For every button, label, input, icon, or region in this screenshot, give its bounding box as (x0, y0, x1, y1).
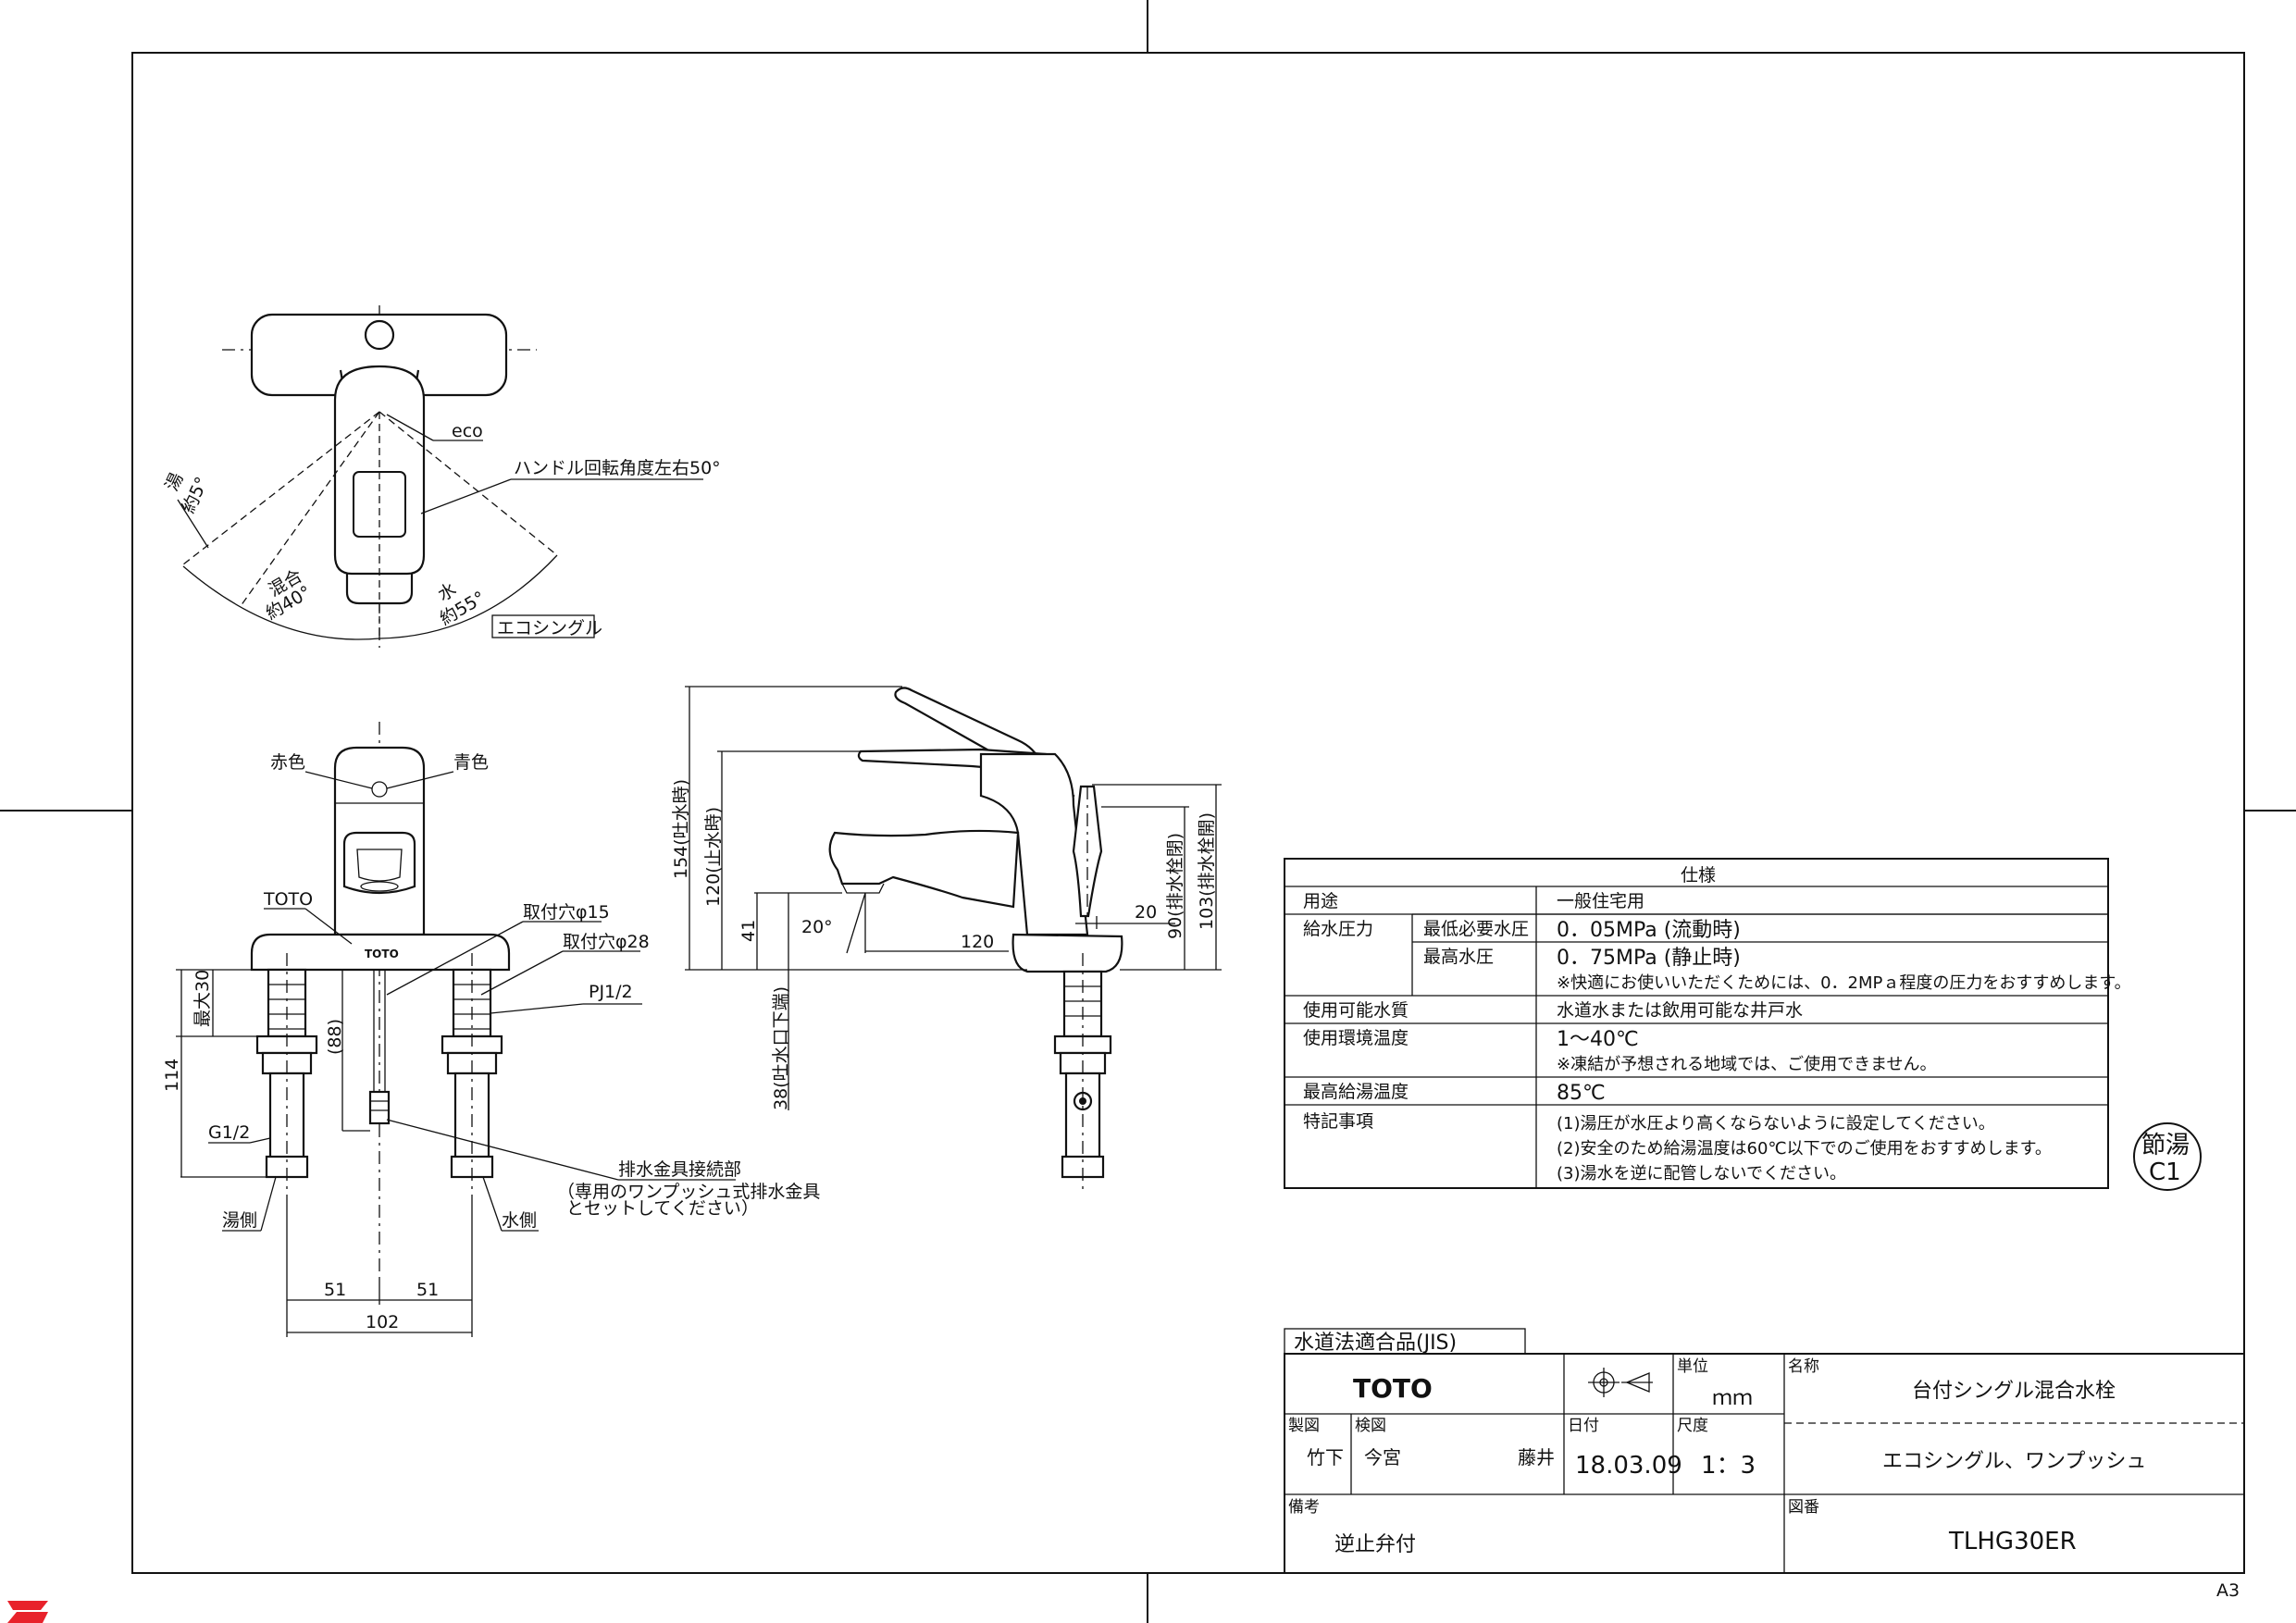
dim-38: 38(吐水口下端) (771, 986, 791, 1110)
checker-value-2: 藤井 (1518, 1446, 1555, 1468)
sheet-size-label: A3 (2216, 1580, 2240, 1601)
spec-row-note: ※凍結が予想される地域では、ご使用できません。 (1557, 1055, 1937, 1074)
eco-label: eco (452, 421, 483, 441)
dim-51-right: 51 (416, 1280, 439, 1300)
dim-102: 102 (366, 1312, 399, 1332)
hot-label: 湯 (162, 470, 188, 495)
hot-side-label: 湯側 (222, 1210, 257, 1231)
spec-row-label: 使用環境温度 (1303, 1028, 1409, 1048)
badge-line1: 節湯 (2141, 1132, 2190, 1159)
dim-88: (88) (325, 1019, 345, 1055)
checker-label: 検図 (1355, 1417, 1386, 1435)
red-label: 赤色 (270, 752, 305, 773)
spec-row-value: 85℃ (1557, 1082, 1606, 1105)
drawing-no-label: 図番 (1788, 1498, 1819, 1517)
spec-row-label: 最高給湯温度 (1303, 1082, 1409, 1102)
spec-row-label: 給水圧力 (1303, 919, 1373, 939)
dim-154: 154(吐水時) (671, 779, 691, 879)
date-value: 18.03.09 (1575, 1452, 1682, 1480)
dim-90: 90(排水栓閉) (1165, 833, 1185, 939)
projection-symbol-icon (1588, 1368, 1653, 1397)
scale-label: 尺度 (1677, 1417, 1708, 1435)
drain-note-2: とセットしてください） (566, 1198, 759, 1219)
date-label: 日付 (1568, 1417, 1599, 1435)
hole28-label: 取付穴φ28 (563, 932, 650, 952)
spec-row-value: 0．05MPa (流動時) (1557, 919, 1741, 942)
spec-row-sublabel: 最高水圧 (1423, 947, 1494, 967)
product-name: 台付シングル混合水栓 (1912, 1380, 2116, 1403)
spec-row-label: 使用可能水質 (1303, 1000, 1409, 1021)
spec-row-label: 特記事項 (1303, 1111, 1373, 1132)
remarks-label: 備考 (1288, 1498, 1320, 1517)
blue-label: 青色 (453, 752, 489, 773)
unit-label: 単位 (1677, 1357, 1708, 1376)
dim-51-left: 51 (324, 1280, 346, 1300)
water-side-label: 水側 (502, 1210, 537, 1231)
spec-row-note: (1)湯圧が水圧より高くならないように設定してください。 (1557, 1114, 1995, 1134)
drain-title: 排水金具接続部 (618, 1159, 741, 1180)
title-block: 水道法適合品(JIS) TOTO 単位 ｍｍ 名称 台付シングル混合水栓 製図 … (1284, 1328, 2245, 1574)
spec-row-note: ※快適にお使いいただくためには、0．2MPａ程度の圧力をおすすめします。 (1557, 973, 2131, 993)
dim-20: 20 (1135, 902, 1157, 923)
g12-label: G1/2 (208, 1122, 250, 1143)
name-label: 名称 (1788, 1357, 1819, 1376)
spec-row-note: (2)安全のため給湯温度は60℃以下でのご使用をおすすめします。 (1557, 1139, 2052, 1158)
unit-value: ｍｍ (1712, 1387, 1753, 1410)
product-subname: エコシングル、ワンプッシュ (1882, 1450, 2146, 1473)
handle-angle-label: ハンドル回転角度左右50° (514, 458, 721, 478)
dim-103: 103(排水栓開) (1197, 812, 1217, 930)
toto-label: TOTO (263, 889, 313, 910)
dim-41: 41 (738, 920, 759, 942)
eco-single-tag: エコシングル (497, 618, 602, 638)
spec-table: 仕様 用途 一般住宅用 給水圧力 最低必要水圧 0．05MPa (流動時) 最高… (1284, 858, 2131, 1189)
hole15-label: 取付穴φ15 (523, 902, 610, 923)
spec-row-note: (3)湯水を逆に配管しないでください。 (1557, 1164, 1846, 1183)
spec-row-label: 用途 (1303, 891, 1338, 911)
remarks-value: 逆止弁付 (1334, 1533, 1416, 1556)
brand-logo: TOTO (1353, 1373, 1433, 1404)
corner-logo-icon (7, 1601, 48, 1623)
drawing-no: TLHG30ER (1948, 1528, 2077, 1555)
spec-row-sublabel: 最低必要水圧 (1423, 919, 1529, 939)
dim-120v: 120(止水時) (703, 807, 724, 907)
drain-note-1: （専用のワンプッシュ式排水金具 (557, 1182, 820, 1202)
spec-title: 仕様 (1681, 865, 1716, 886)
front-view: TOTO (88) 赤色 青色 TOTO (162, 722, 820, 1337)
spec-row-value: 0．75MPa (静止時) (1557, 947, 1741, 970)
jis-label: 水道法適合品(JIS) (1294, 1332, 1457, 1355)
drafter-value: 竹下 (1307, 1446, 1344, 1468)
angle-20: 20° (801, 917, 833, 937)
dim-max30: 最大30 (192, 970, 213, 1027)
spec-row-value: 一般住宅用 (1557, 891, 1644, 911)
badge-line2: C1 (2149, 1158, 2181, 1186)
pj-label: PJ1/2 (589, 982, 633, 1002)
dim-120h: 120 (961, 932, 994, 952)
side-view: 154(吐水時) 120(止水時) 41 38(吐水口下端) 20° 120 2… (671, 686, 1222, 1194)
spec-row-value: 1～40℃ (1557, 1028, 1639, 1051)
top-view: eco ハンドル回転角度左右50° 湯 約5° 混合 約40° 水 約55° エ… (162, 305, 721, 648)
checker-value-1: 今宮 (1364, 1446, 1401, 1468)
scale-value: 1：3 (1701, 1452, 1756, 1480)
spec-row-value: 水道水または飲用可能な井戸水 (1557, 1000, 1803, 1021)
drafter-label: 製図 (1288, 1417, 1320, 1435)
water-saving-badge: 節湯 C1 (2133, 1122, 2202, 1191)
dim-114: 114 (162, 1059, 182, 1092)
toto-small-logo: TOTO (365, 948, 399, 960)
